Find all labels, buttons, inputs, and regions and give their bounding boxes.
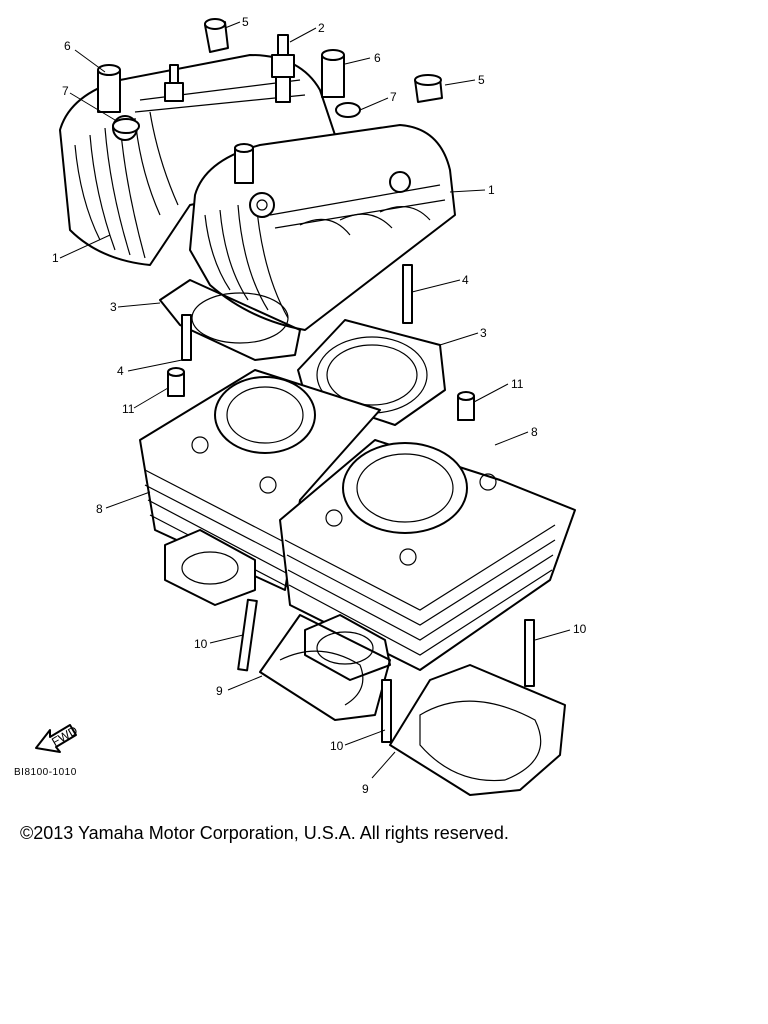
stud-base-right	[524, 619, 535, 687]
diagram-code: BI8100-1010	[14, 767, 77, 778]
callout-6-left: 6	[64, 39, 71, 53]
callout-8-right: 8	[531, 425, 538, 439]
cap-nut-left	[204, 18, 229, 53]
base-gasket-right	[389, 664, 566, 796]
stud-bolt-right	[402, 264, 413, 324]
callout-1-right: 1	[488, 183, 495, 197]
callout-4-left: 4	[117, 364, 124, 378]
stud-bolt-left	[181, 314, 192, 361]
collar-right	[321, 49, 345, 98]
collar-center	[234, 143, 254, 184]
washer-right	[335, 102, 361, 118]
collar-left	[97, 64, 121, 113]
callout-10-right: 10	[573, 622, 587, 636]
callout-11-left: 11	[122, 402, 135, 416]
spark-plug-2	[164, 64, 184, 102]
callout-5-left: 5	[242, 15, 249, 29]
callout-2: 2	[318, 21, 325, 35]
callout-11-right: 11	[511, 377, 524, 391]
stud-base-left	[237, 598, 258, 672]
fitting-left	[167, 367, 185, 397]
cylinder-left	[139, 369, 381, 606]
callout-5-right: 5	[478, 73, 485, 87]
cylinder-head-right	[189, 124, 456, 331]
copyright-notice: ©2013 Yamaha Motor Corporation, U.S.A. A…	[20, 823, 509, 843]
callout-3-left: 3	[110, 300, 117, 314]
callout-3-right: 3	[480, 326, 487, 340]
callout-6-right: 6	[374, 51, 381, 65]
fitting-right	[457, 391, 475, 421]
callout-10-center: 10	[330, 739, 344, 753]
stud-base-center	[381, 679, 392, 743]
cap-nut-right	[414, 74, 443, 103]
base-gasket-left	[259, 614, 391, 721]
callout-9-right: 9	[362, 782, 369, 796]
callout-10-left: 10	[194, 637, 208, 651]
exploded-parts-diagram: 6 7 5 2 6 7 5 1 1 4 3 3 4 11 11 8 8 10 1…	[35, 15, 587, 796]
callout-4-right: 4	[462, 273, 469, 287]
callout-7-left: 7	[62, 84, 69, 98]
washer-left	[112, 118, 140, 134]
fwd-arrow-icon: FWD	[35, 723, 80, 753]
spark-plug	[271, 34, 295, 103]
callout-9-left: 9	[216, 684, 223, 698]
leader-lines	[59, 21, 571, 779]
callout-8-left: 8	[96, 502, 103, 516]
fwd-label: FWD	[49, 723, 80, 749]
callout-1-left: 1	[52, 251, 59, 265]
cylinder-right	[279, 439, 576, 681]
callout-7-right: 7	[390, 90, 397, 104]
